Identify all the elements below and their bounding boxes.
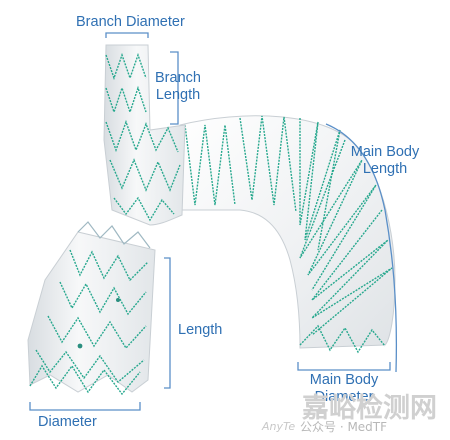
branch-length-label: Branch Length [148,70,208,104]
main-body-graft [174,115,396,354]
dimension-brackets [29,32,398,411]
watermark-prefix-text: AnyTe [262,420,296,433]
watermark-small-text: 公众号 · MedTF [300,420,388,434]
main-body-diameter-line-1: Main Body [309,372,379,388]
length-label: Length [178,322,223,338]
main-body-length-label: Main Body Length [344,144,426,178]
branch-diameter-label: Branch Diameter [76,14,185,30]
main-body-length-line-2: Length [362,161,408,177]
branch-length-line-2: Length [155,87,201,103]
diameter-label: Diameter [38,414,97,430]
main-body-diameter-line-2: Diameter [314,389,374,405]
branch-length-line-1: Branch [155,70,201,86]
main-body-length-line-1: Main Body [350,144,420,160]
straight-stent-graft [27,221,156,396]
watermark-large-text: 嘉峪检测网 [302,393,437,424]
branch-graft [103,44,186,226]
main-body-diameter-label: Main Body Diameter [298,372,390,406]
